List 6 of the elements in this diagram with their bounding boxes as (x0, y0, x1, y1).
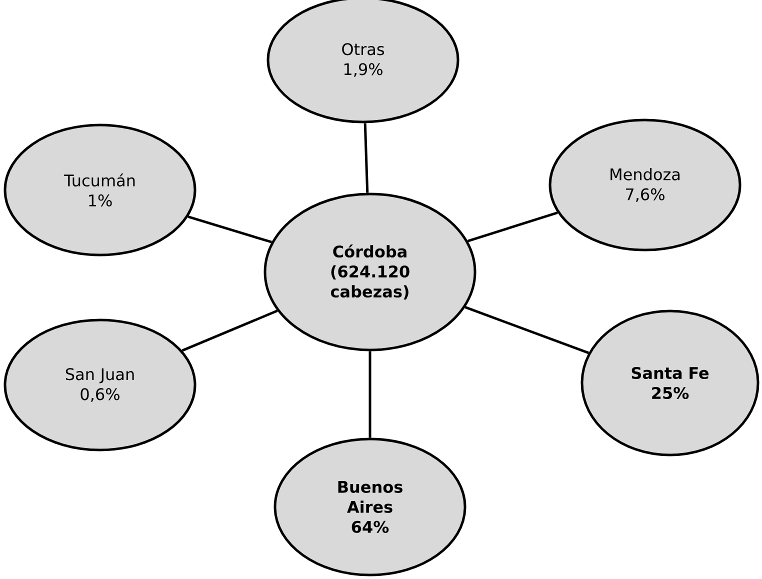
connector-line (188, 216, 272, 244)
connector-line (464, 306, 590, 354)
connector-line (364, 123, 369, 193)
connector-line (368, 351, 372, 438)
connector-line (467, 211, 558, 242)
connector-line (182, 310, 278, 352)
